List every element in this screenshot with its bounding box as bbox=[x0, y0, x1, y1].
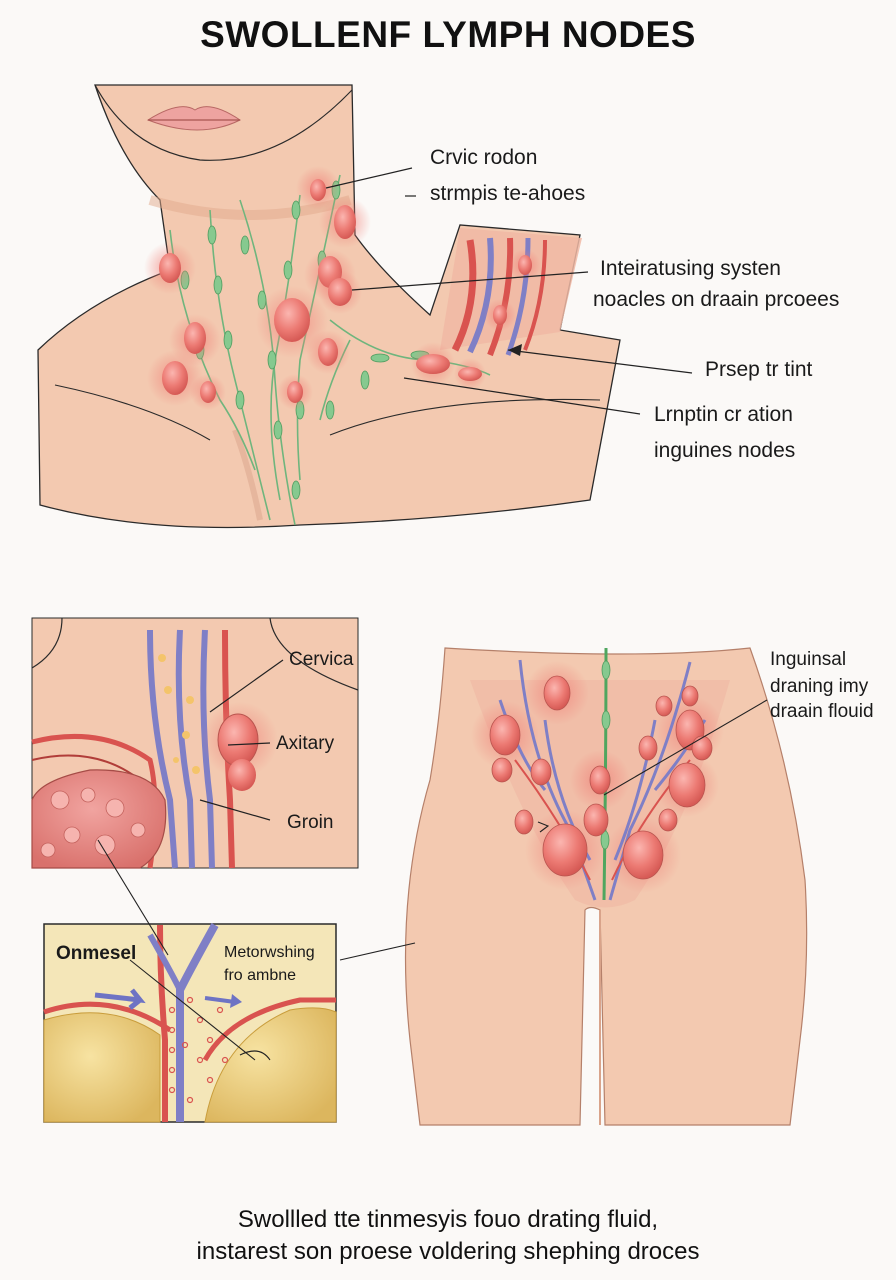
label-inguinsal: Inguinsal bbox=[770, 649, 847, 670]
label-draning: draning imy bbox=[770, 676, 869, 697]
label-axitary: Axitary bbox=[276, 733, 335, 754]
label-fro-ambne: fro ambne bbox=[224, 967, 297, 984]
label-draain-flouid: draain flouid bbox=[770, 701, 874, 722]
cross-section-illustration bbox=[31, 617, 359, 869]
label-cervic-rodon: Crvic rodon bbox=[430, 146, 538, 169]
caption-line-2: instarest son proese voldering shephing … bbox=[196, 1238, 700, 1265]
caption-line-1: Swollled tte tinmesyis fouo drating flui… bbox=[237, 1206, 659, 1233]
label-inguines: inguines nodes bbox=[654, 439, 796, 462]
diagram-title: SWOLLENF LYMPH NODES bbox=[200, 14, 696, 55]
label-noacles-drain: noacles on draain prcoees bbox=[593, 288, 840, 311]
label-groin: Groin bbox=[287, 812, 334, 833]
groin-illustration bbox=[339, 647, 808, 1126]
neck-shoulder-illustration bbox=[37, 84, 693, 529]
label-interatusing: Inteiratusing systen bbox=[600, 257, 781, 280]
label-lrnptin: Lrnptin cr ation bbox=[654, 403, 793, 426]
label-presp: Prsep tr tint bbox=[705, 358, 813, 381]
inset-illustration bbox=[43, 923, 337, 1123]
label-cervica: Cervica bbox=[289, 649, 354, 670]
connector-line bbox=[97, 839, 169, 956]
label-strmpis: strmpis te-ahoes bbox=[430, 182, 586, 205]
label-onmesel: Onmesel bbox=[56, 943, 137, 964]
label-metorwshing: Metorwshing bbox=[224, 944, 315, 961]
